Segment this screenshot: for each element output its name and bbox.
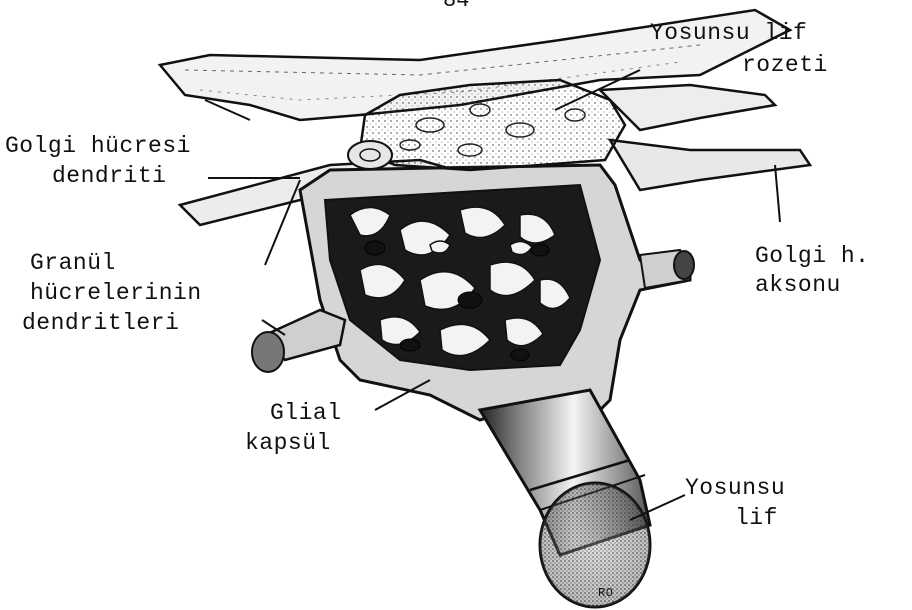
golgi-dendrite-right-upper	[600, 85, 775, 130]
label-golgi-dendrite-line1: Golgi hücresi	[5, 133, 191, 159]
label-mossy-rosette-line2: rozeti	[742, 52, 828, 78]
label-mossy-rosette-line1: Yosunsu lif	[650, 20, 807, 46]
label-granule-dendrites-line2: hücrelerinin	[30, 280, 202, 306]
label-mossy-fiber-line1: Yosunsu	[685, 475, 785, 501]
illustrator-signature: RO	[598, 580, 613, 606]
label-glial-capsule-line1: Glial	[270, 400, 342, 426]
label-golgi-axon-line2: aksonu	[755, 272, 841, 298]
label-glial-capsule-line2: kapsül	[245, 430, 331, 456]
label-golgi-axon-line1: Golgi h.	[755, 243, 869, 269]
label-golgi-dendrite-line2: dendriti	[52, 163, 166, 189]
label-granule-dendrites-line1: Granül	[30, 250, 116, 276]
golgi-axon-branch	[610, 140, 810, 190]
label-mossy-fiber-line2: lif	[735, 505, 778, 531]
label-granule-dendrites-line3: dendritleri	[22, 310, 179, 336]
